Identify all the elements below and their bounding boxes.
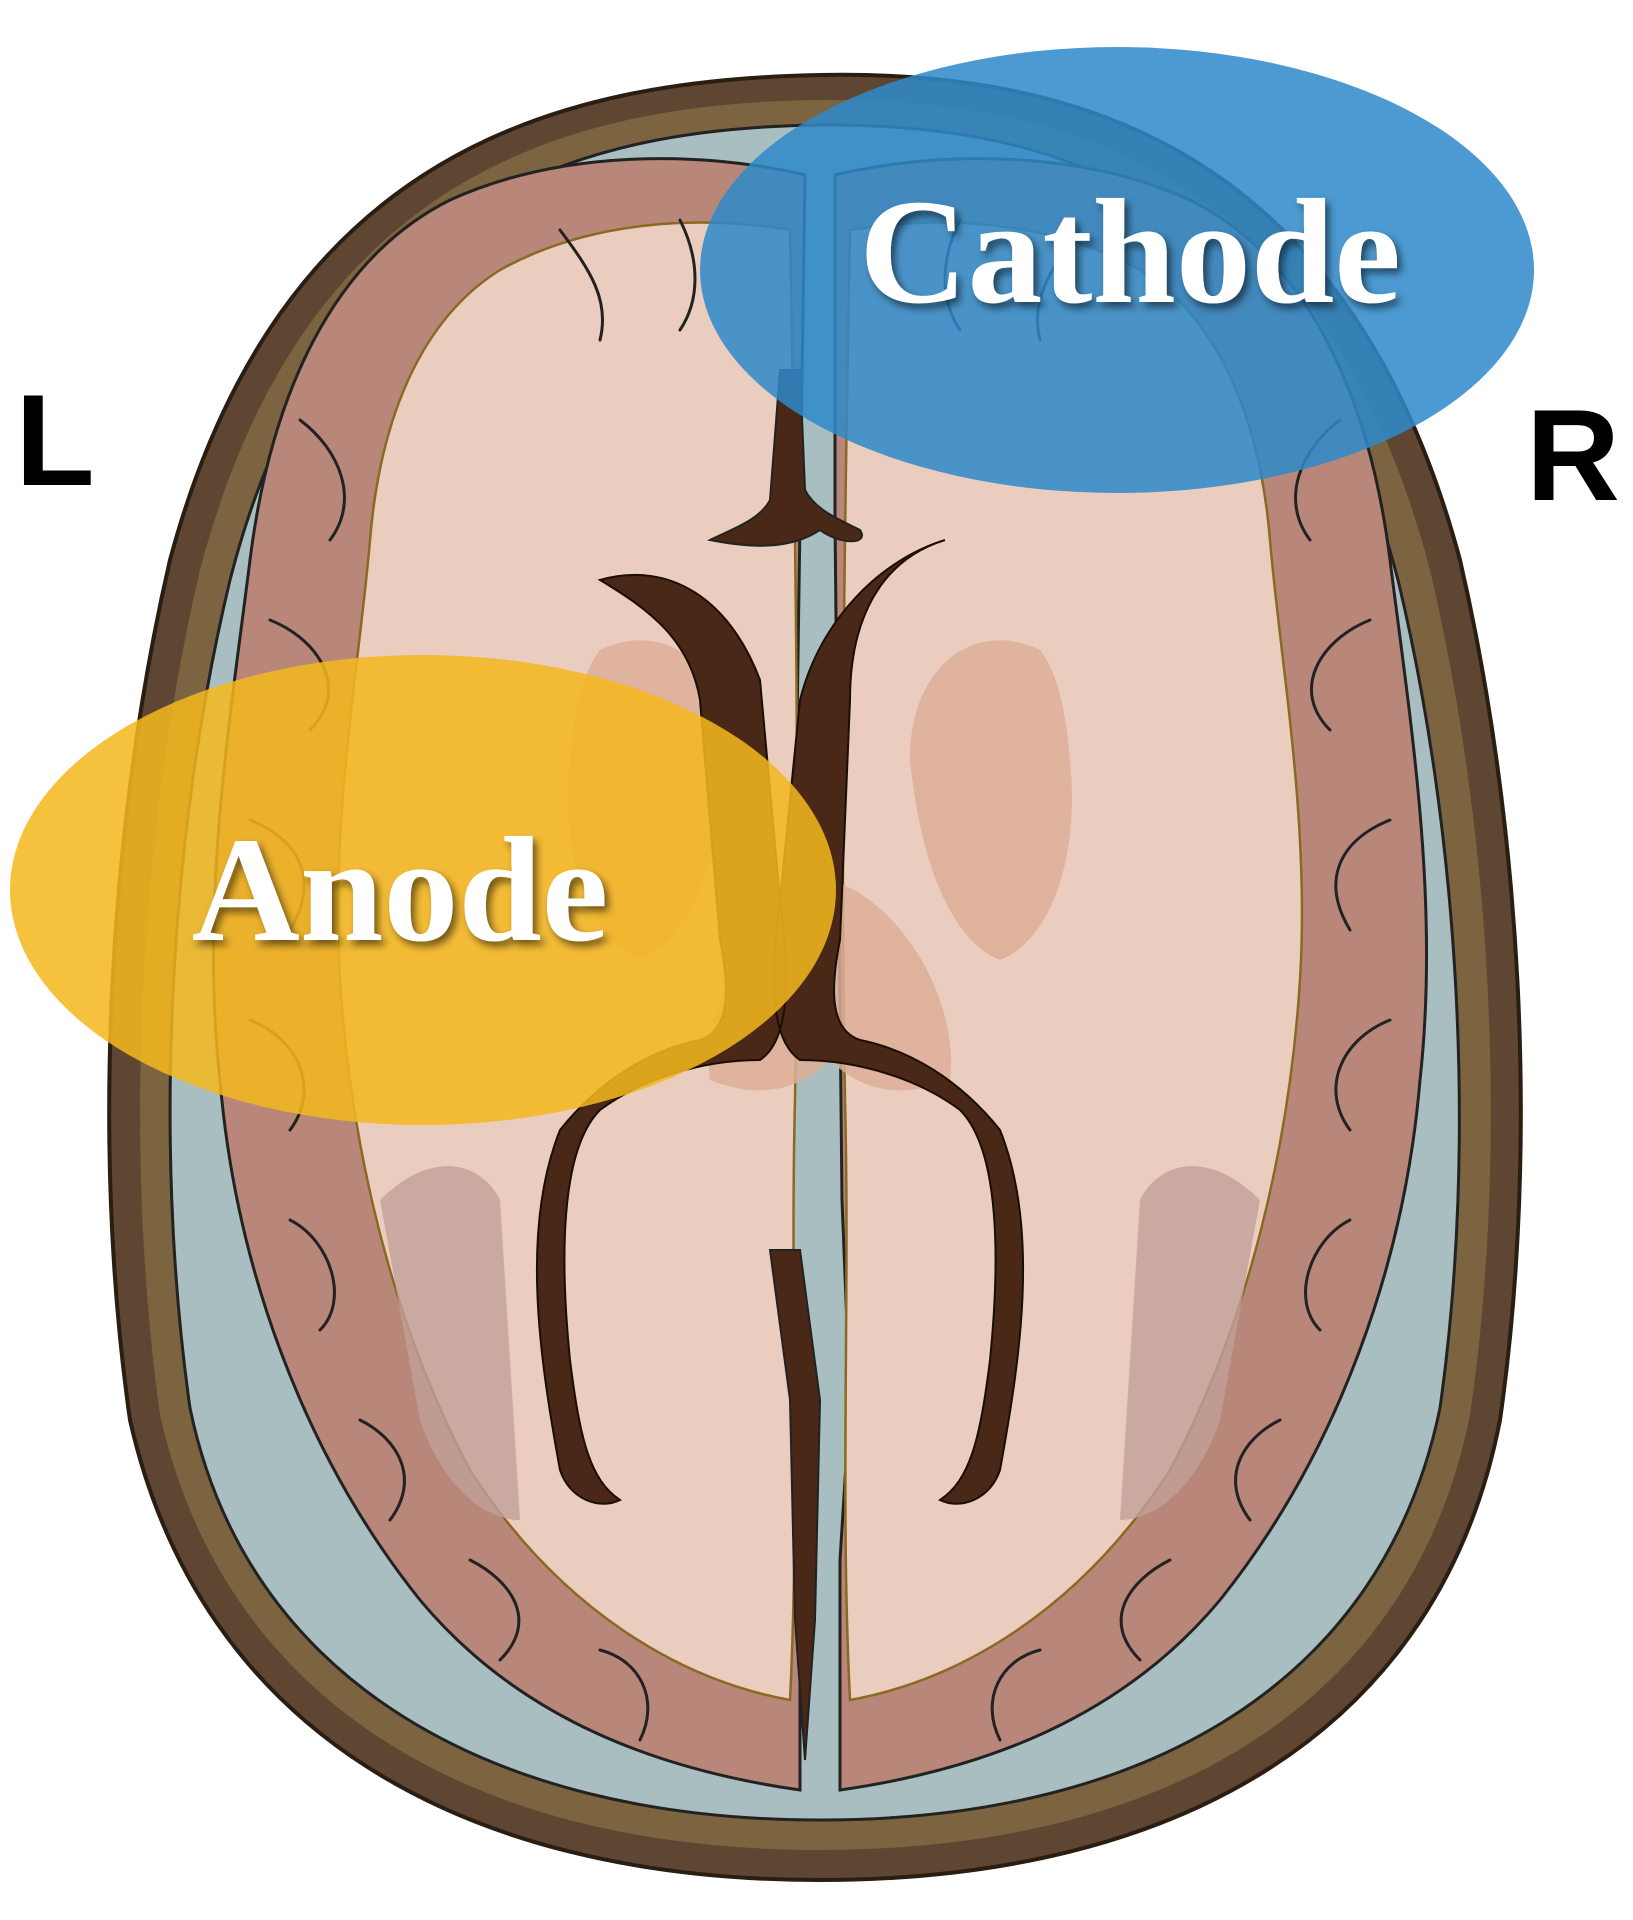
cortical-sulci — [248, 218, 1392, 1742]
right-side-label: R — [1526, 382, 1620, 528]
posterior-shadows — [380, 1166, 1260, 1520]
anode-electrode — [10, 655, 836, 1125]
anode-label: Anode — [192, 807, 609, 973]
interhemispheric-fissure-anterior — [706, 369, 863, 547]
cathode-label: Cathode — [859, 169, 1401, 335]
left-side-label: L — [15, 367, 94, 513]
interhemispheric-fissure-posterior — [768, 1249, 822, 1761]
cathode-electrode — [700, 47, 1534, 493]
